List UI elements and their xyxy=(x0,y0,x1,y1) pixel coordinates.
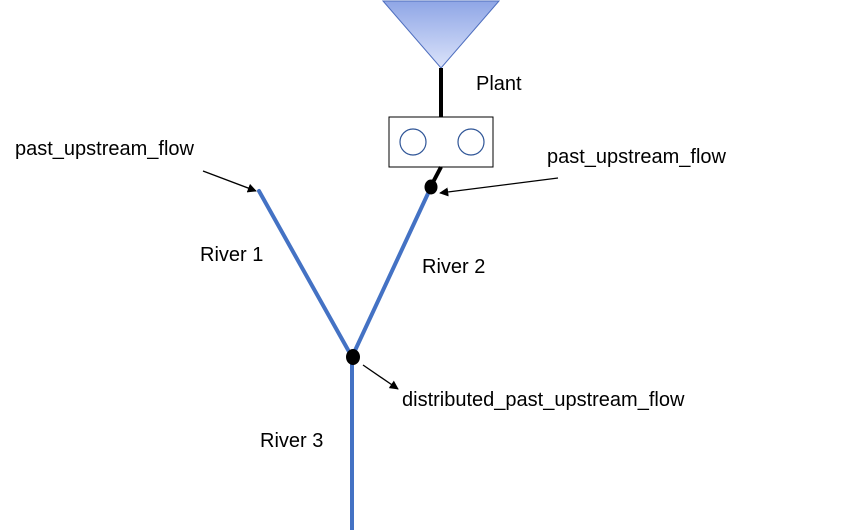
river-1-label: River 1 xyxy=(200,244,263,266)
upstream-flow-node-icon xyxy=(424,179,438,195)
arrow-left-upstream xyxy=(202,170,257,193)
river-2-label: River 2 xyxy=(422,256,485,278)
river-3-label: River 3 xyxy=(260,430,323,452)
arrow-distributed xyxy=(362,364,399,390)
river-1-line xyxy=(257,189,354,359)
plant-icon xyxy=(388,116,494,168)
past-upstream-flow-left-label: past_upstream_flow xyxy=(15,138,195,160)
river-2-line xyxy=(350,185,433,359)
turbine-left-icon xyxy=(399,128,427,156)
turbine-right-icon xyxy=(457,128,485,156)
plant-label: Plant xyxy=(476,73,522,95)
distributed-past-upstream-flow-label: distributed_past_upstream_flow xyxy=(402,389,685,411)
arrow-right-upstream xyxy=(439,177,559,197)
junction-node-icon xyxy=(346,349,360,365)
past-upstream-flow-right-label: past_upstream_flow xyxy=(547,146,727,168)
reservoir-icon xyxy=(381,0,501,69)
